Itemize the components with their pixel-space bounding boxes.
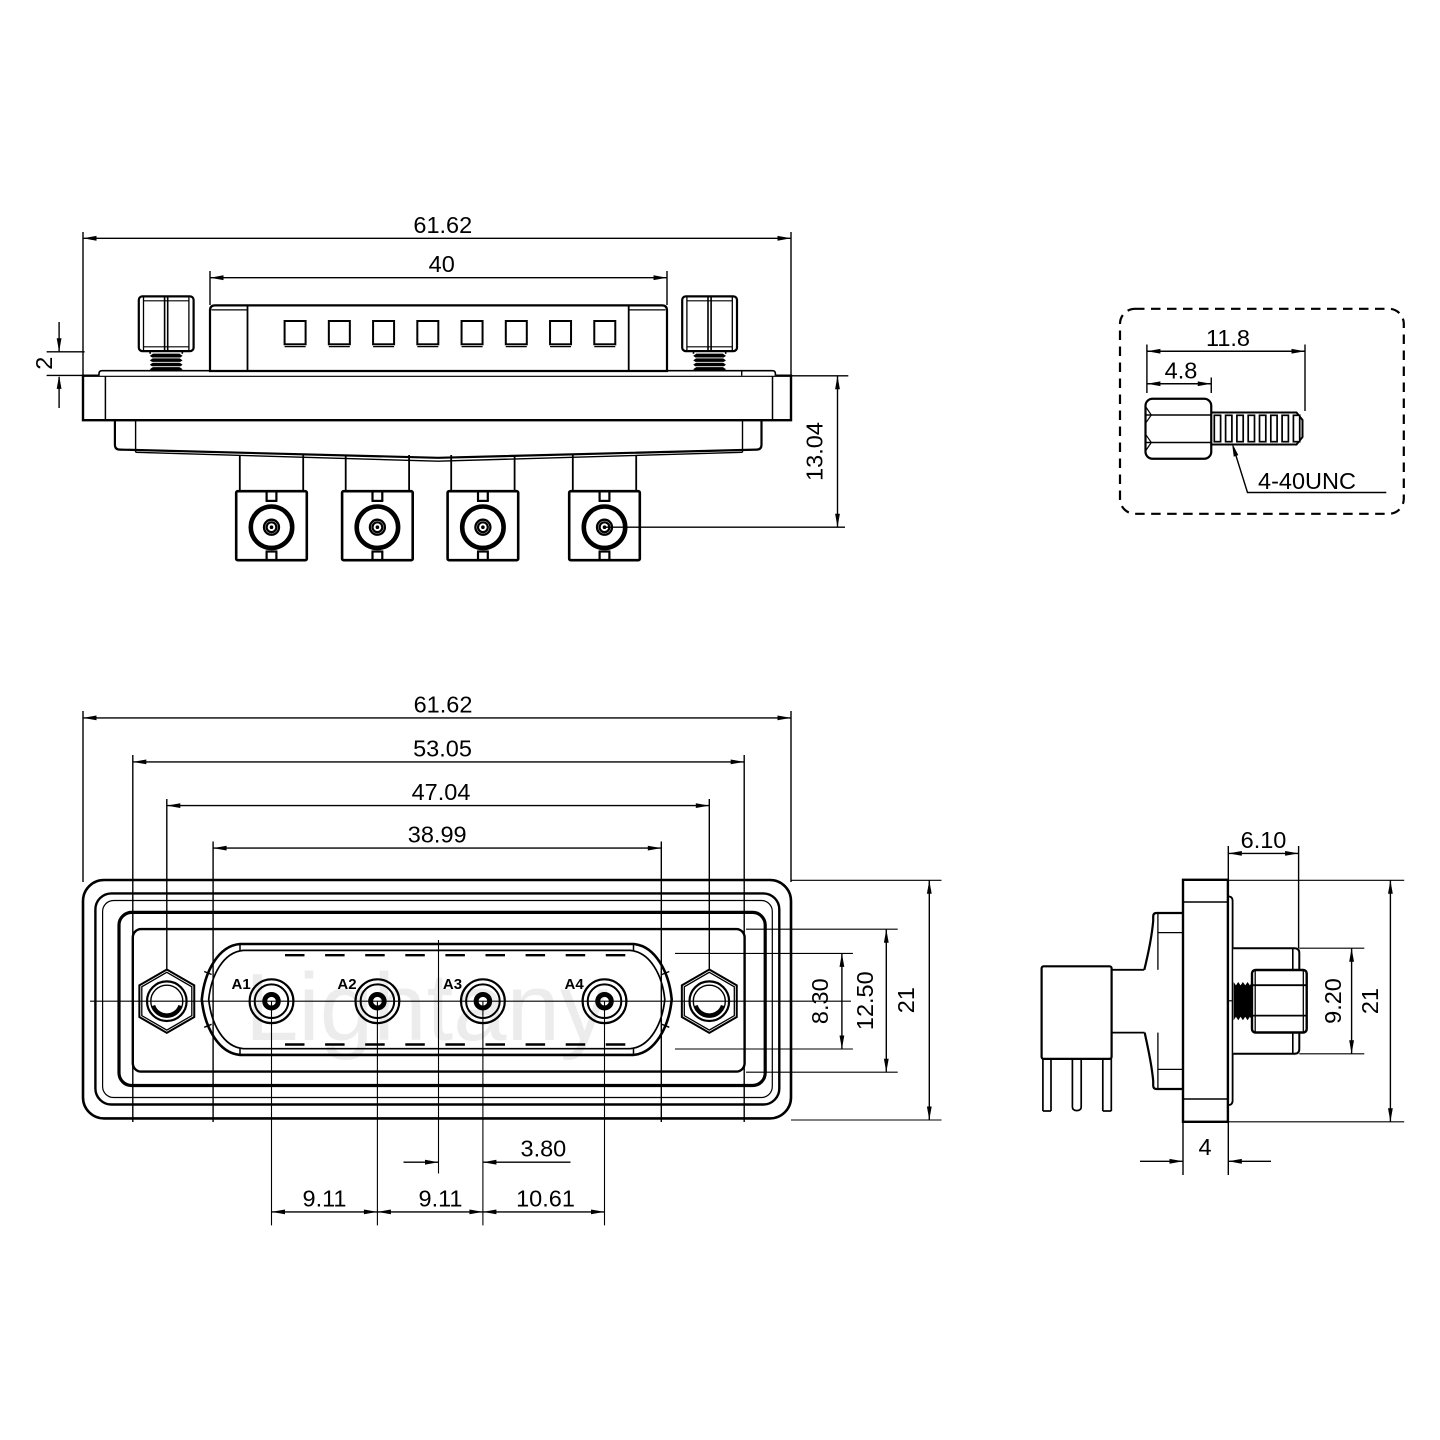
svg-text:61.62: 61.62 (414, 691, 473, 717)
svg-text:53.05: 53.05 (413, 735, 472, 761)
svg-text:61.62: 61.62 (413, 212, 472, 238)
svg-text:38.99: 38.99 (408, 822, 467, 848)
svg-text:9.20: 9.20 (1320, 978, 1346, 1024)
svg-text:A2: A2 (337, 976, 356, 993)
svg-text:10.61: 10.61 (516, 1185, 575, 1211)
svg-text:3.80: 3.80 (521, 1136, 567, 1162)
svg-text:8.30: 8.30 (807, 978, 833, 1024)
svg-text:4: 4 (1198, 1134, 1211, 1160)
svg-text:4-40UNC: 4-40UNC (1258, 468, 1356, 494)
svg-text:47.04: 47.04 (412, 779, 471, 805)
svg-text:40: 40 (429, 251, 455, 277)
svg-text:21: 21 (893, 987, 919, 1013)
svg-text:13.04: 13.04 (802, 422, 828, 481)
svg-text:6.10: 6.10 (1241, 827, 1287, 853)
svg-text:9.11: 9.11 (303, 1185, 347, 1211)
svg-text:2: 2 (31, 357, 57, 370)
svg-text:21: 21 (1357, 988, 1383, 1014)
svg-text:A4: A4 (565, 976, 585, 993)
svg-text:A3: A3 (443, 976, 462, 993)
svg-text:Lightany: Lightany (245, 954, 608, 1061)
svg-text:12.50: 12.50 (852, 971, 878, 1030)
svg-text:11.8: 11.8 (1206, 325, 1250, 351)
svg-text:4.8: 4.8 (1165, 357, 1198, 383)
svg-text:9.11: 9.11 (419, 1185, 463, 1211)
svg-text:A1: A1 (232, 976, 251, 993)
